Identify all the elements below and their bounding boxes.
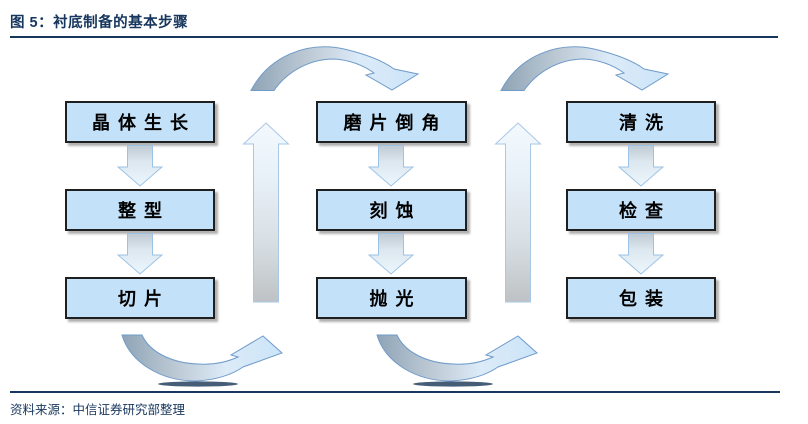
up-arrow-icon [242,122,290,303]
down-arrow-icon [117,233,163,275]
step-label: 抛光 [369,289,422,309]
step-box-cleaning: 清洗 [566,101,716,143]
step-box-slicing: 切片 [65,277,215,319]
step-box-shaping: 整型 [65,189,215,231]
down-arrow-icon [368,233,414,275]
step-label: 包装 [619,289,671,309]
step-label: 检查 [619,201,671,221]
curved-up-arrow-icon [376,334,538,387]
curved-up-arrow-icon [121,334,283,387]
title-divider [10,36,778,38]
step-label: 整型 [118,201,170,221]
source-divider [10,391,780,393]
down-arrow-icon [618,145,664,187]
step-label: 磨片倒角 [343,113,448,133]
source-note: 资料来源：中信证券研究部整理 [10,403,186,417]
arrow-shadow [413,381,493,387]
step-label: 刻蚀 [369,201,422,221]
down-arrow-icon [117,145,163,187]
down-arrow-icon [618,233,664,275]
step-box-inspection: 检查 [566,189,716,231]
step-box-crystal-growth: 晶体生长 [65,101,215,143]
curved-down-arrow-icon [500,46,670,91]
down-arrow-icon [368,145,414,187]
step-label: 清洗 [619,113,671,133]
step-label: 晶体生长 [92,113,196,133]
figure-title: 图 5：衬底制备的基本步骤 [10,15,189,31]
step-box-grinding-chamfering: 磨片倒角 [316,101,467,143]
curved-down-arrow-icon [250,46,420,91]
step-box-packaging: 包装 [566,277,716,319]
step-label: 切片 [118,289,170,309]
up-arrow-icon [494,122,542,303]
arrow-shadow [158,381,238,387]
step-box-polishing: 抛光 [316,277,467,319]
step-box-etching: 刻蚀 [316,189,467,231]
